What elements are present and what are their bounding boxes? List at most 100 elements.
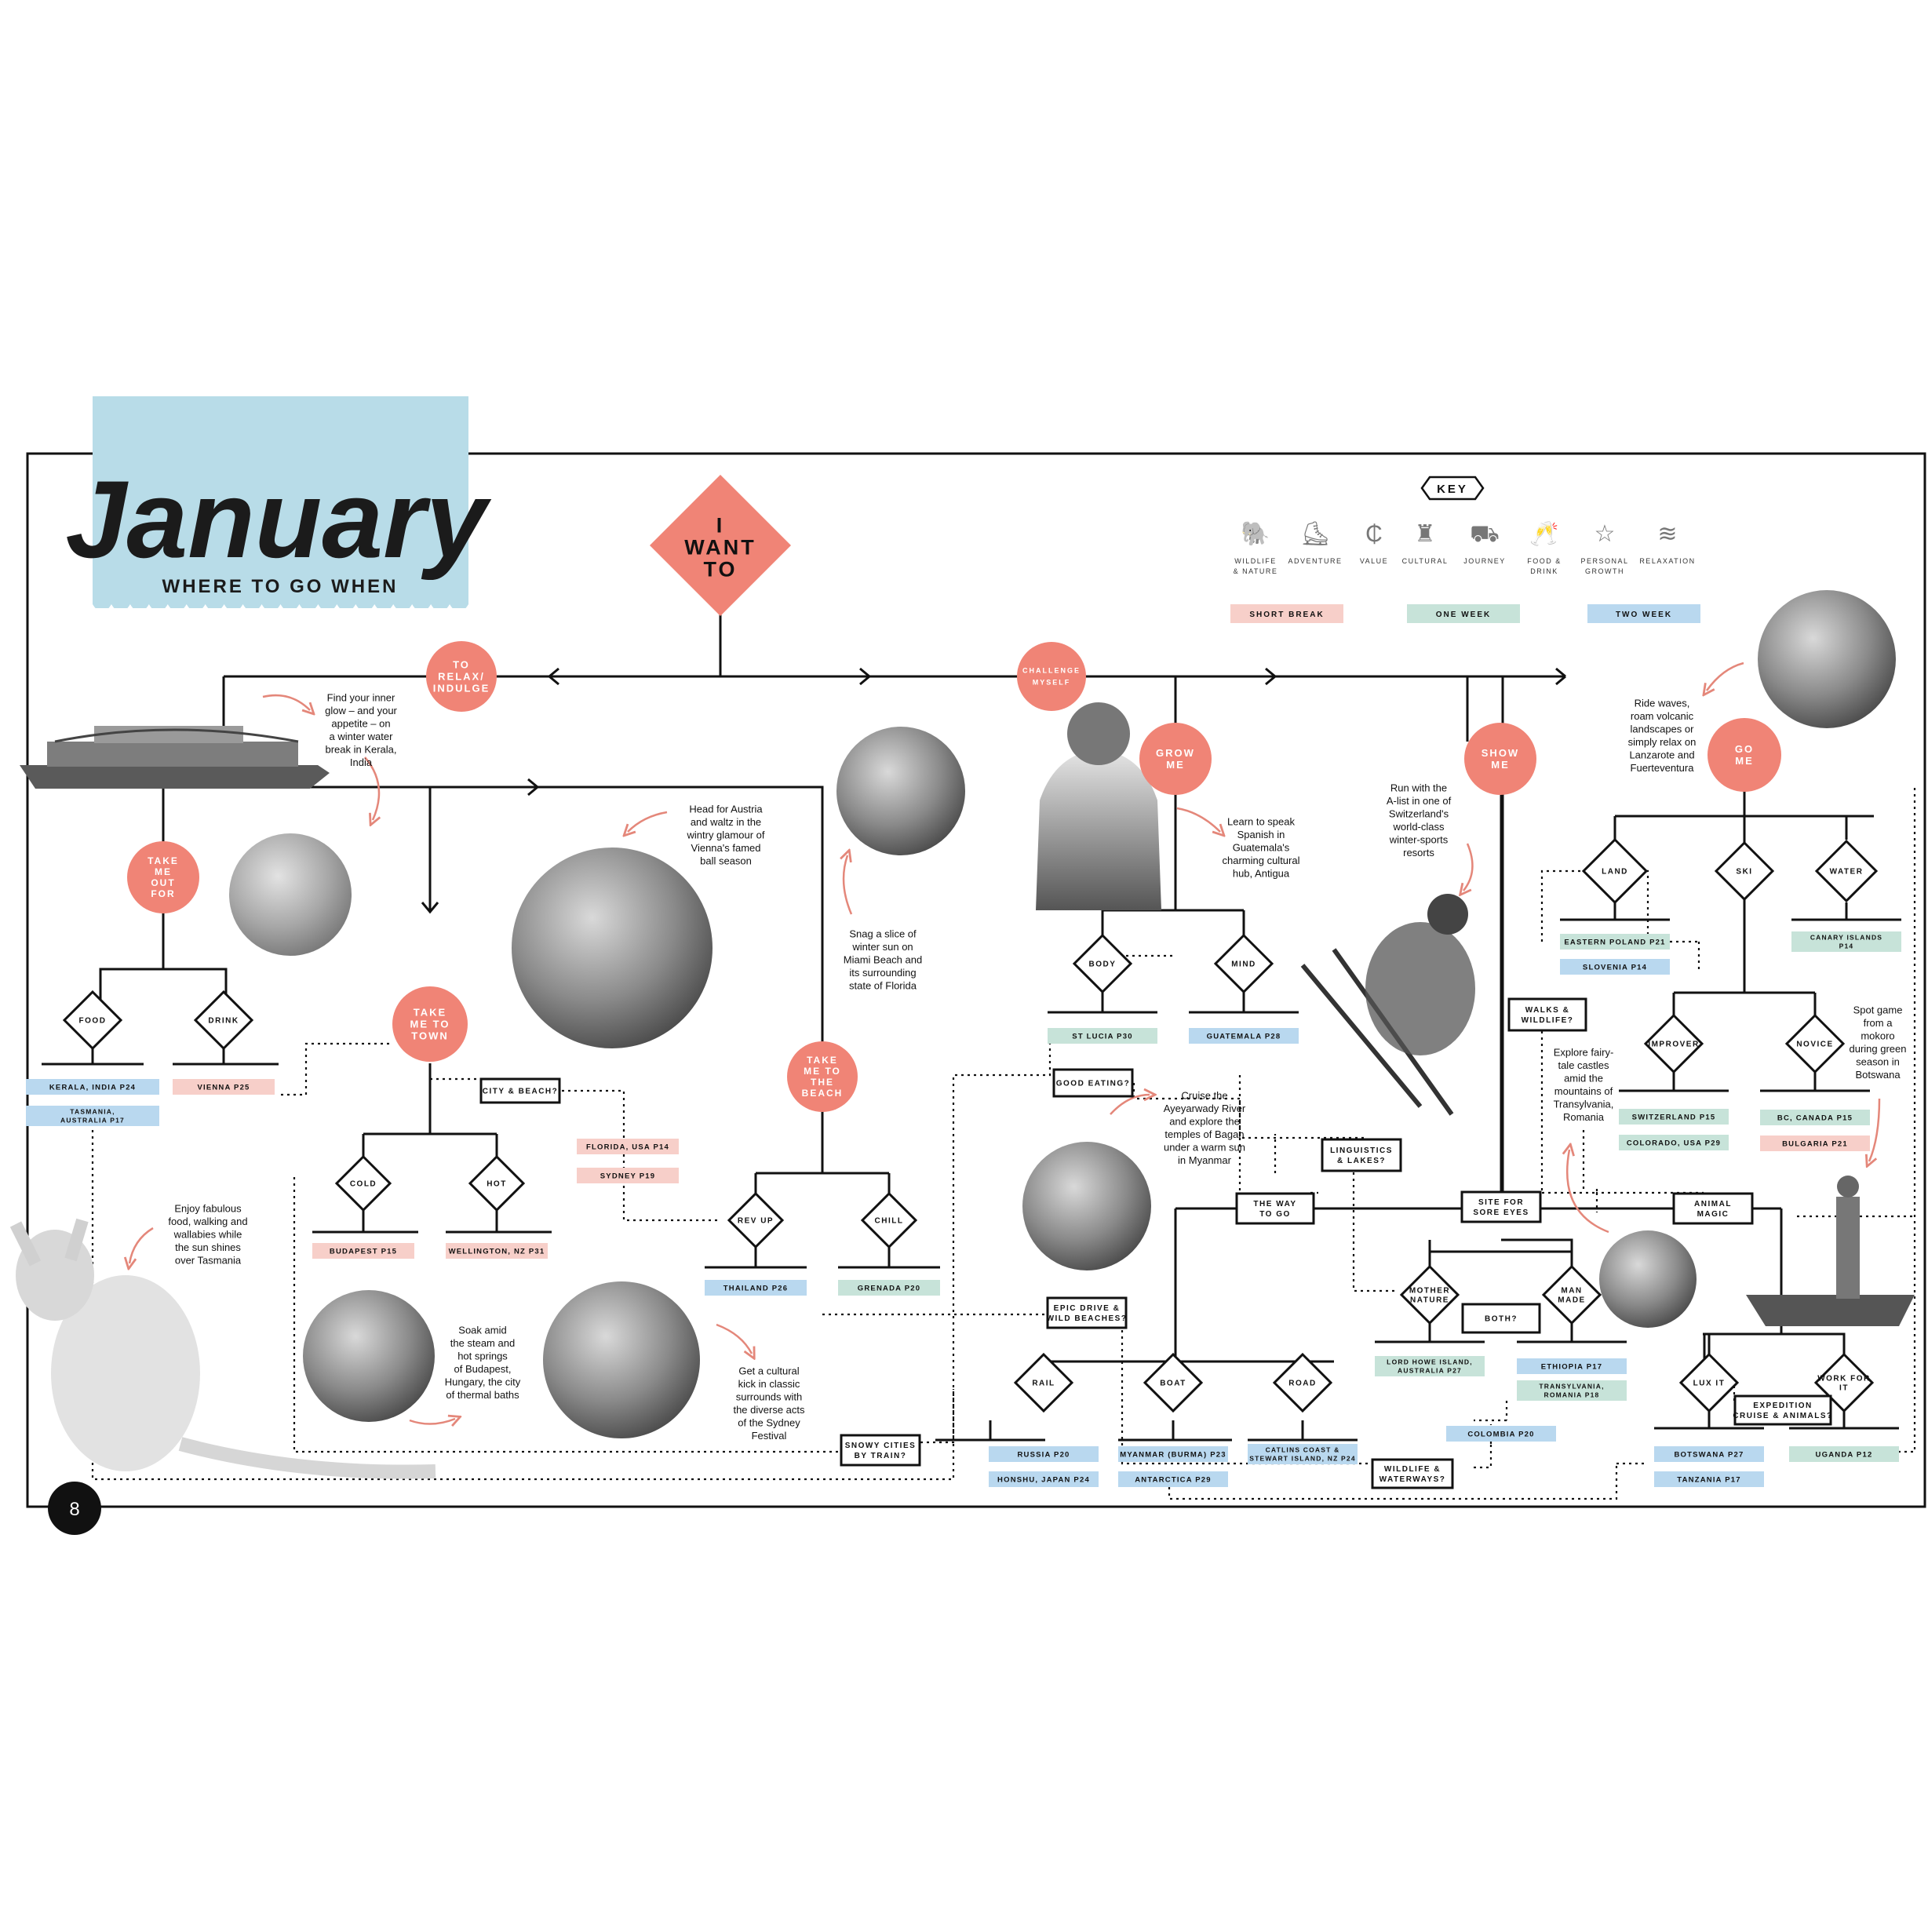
circle-label: ME [1166,759,1185,771]
diamond-boat[interactable]: BOAT [1143,1352,1204,1413]
caption-line: hot springs [457,1350,508,1362]
destination-vienna[interactable]: VIENNA P25 [173,1079,275,1095]
destination-label: TRANSYLVANIA, [1539,1382,1604,1390]
destination-stlucia[interactable]: ST LUCIA P30 [1048,1028,1157,1044]
start-label: I [716,513,725,537]
diamond-novice[interactable]: NOVICE [1784,1013,1846,1074]
destination-budapest[interactable]: BUDAPEST P15 [312,1243,414,1259]
destination-wellington[interactable]: WELLINGTON, NZ P31 [446,1243,548,1259]
question-box-wildwater[interactable]: WILDLIFE &WATERWAYS? [1371,1458,1454,1489]
circle-label: INDULGE [433,683,490,694]
destination-guatemala[interactable]: GUATEMALA P28 [1189,1028,1299,1044]
diamond-road[interactable]: ROAD [1272,1352,1333,1413]
diamond-chill[interactable]: CHILL [860,1191,918,1249]
question-box-goodeating[interactable]: GOOD EATING? [1052,1068,1134,1098]
page-number: 8 [69,1499,79,1520]
destination-uganda[interactable]: UGANDA P12 [1789,1446,1899,1462]
caption-line: Cruise the [1181,1089,1227,1101]
question-box-epic[interactable]: EPIC DRIVE &WILD BEACHES? [1046,1296,1128,1329]
diamond-cold[interactable]: COLD [334,1154,392,1212]
circle-label: ME [155,866,172,877]
destination-label: ETHIOPIA P17 [1541,1362,1602,1371]
question-box-both[interactable]: BOTH? [1461,1303,1541,1334]
destination-myanmar[interactable]: MYANMAR (BURMA) P23 [1118,1446,1228,1462]
question-label: CRUISE & ANIMALS? [1733,1412,1832,1420]
destination-florida[interactable]: FLORIDA, USA P14 [577,1139,679,1154]
diamond-water[interactable]: WATER [1814,839,1879,903]
destination-slovenia[interactable]: SLOVENIA P14 [1560,959,1670,975]
diamond-revup[interactable]: REV UP [727,1191,785,1249]
destination-sydney[interactable]: SYDNEY P19 [577,1168,679,1183]
circle-label: FOR [151,888,175,899]
caption-line: Learn to speak [1227,816,1296,828]
diamond-hot[interactable]: HOT [468,1154,526,1212]
photos [9,590,1915,1479]
destination-bulgaria[interactable]: BULGARIA P21 [1760,1136,1870,1151]
destination-bccanada[interactable]: BC, CANADA P15 [1760,1110,1870,1125]
destination-label: ROMANIA P18 [1544,1391,1600,1398]
destination-botswana[interactable]: BOTSWANA P27 [1654,1446,1764,1462]
circle-label: RELAX/ [438,671,485,683]
destination-poland[interactable]: EASTERN POLAND P21 [1560,934,1670,950]
diamond-body[interactable]: BODY [1072,933,1133,994]
diamond-food[interactable]: FOOD [62,990,123,1051]
caption-line: Festival [752,1430,787,1442]
destination-honshu[interactable]: HONSHU, JAPAN P24 [989,1471,1099,1487]
destination-label: UGANDA P12 [1816,1450,1873,1459]
caption-line: Fuerteventura [1631,762,1695,774]
question-box-linguistics[interactable]: LINGUISTICS& LAKES? [1321,1138,1402,1172]
caption-line: the sun shines [175,1241,241,1253]
diamond-land[interactable]: LAND [1581,837,1649,905]
destination-tanzania[interactable]: TANZANIA P17 [1654,1471,1764,1487]
destination-label: ST LUCIA P30 [1072,1032,1132,1041]
destination-catlins[interactable]: CATLINS COAST &STEWART ISLAND, NZ P24 [1248,1444,1358,1464]
question-box-citybeach[interactable]: CITY & BEACH? [479,1077,561,1104]
diamond-luxit[interactable]: LUX IT [1678,1352,1740,1413]
caption-line: Hungary, the city [445,1376,521,1387]
destination-colorado[interactable]: COLORADO, USA P29 [1619,1135,1729,1150]
destination-switzerland[interactable]: SWITZERLAND P15 [1619,1109,1729,1125]
key-icon-label: VALUE [1360,557,1388,565]
diamond-improver[interactable]: IMPROVER [1643,1013,1704,1074]
diamond-label: NOVICE [1796,1041,1833,1049]
destination-tasmania[interactable]: TASMANIA,AUSTRALIA P17 [26,1106,159,1126]
destination-label: CATLINS COAST & [1266,1445,1340,1453]
destination-russia[interactable]: RUSSIA P20 [989,1446,1099,1462]
diamond-label: DRINK [208,1017,239,1026]
destination-lordhowe[interactable]: LORD HOWE ISLAND,AUSTRALIA P27 [1375,1356,1485,1376]
piggy-bank-icon: ₵ [1365,521,1383,547]
circle-label: ME [1735,755,1754,767]
diamond-rail[interactable]: RAIL [1013,1352,1074,1413]
key-icon-label: RELAXATION [1639,557,1695,565]
sydney-opera-photo [543,1281,700,1438]
diamond-ski[interactable]: SKI [1714,840,1775,902]
destination-kerala[interactable]: KERALA, INDIA P24 [26,1079,159,1095]
destination-colombia[interactable]: COLOMBIA P20 [1446,1426,1556,1442]
caption-line: season in [1856,1055,1900,1067]
diamond-mind[interactable]: MIND [1213,933,1274,994]
question-box-walks[interactable]: WALKS &WILDLIFE? [1507,997,1587,1032]
destination-ethiopia[interactable]: ETHIOPIA P17 [1517,1358,1627,1374]
diamond-drink[interactable]: DRINK [193,990,254,1051]
destination-grenada[interactable]: GRENADA P20 [838,1280,940,1296]
destination-antarctica[interactable]: ANTARCTICA P29 [1118,1471,1228,1487]
destination-thailand[interactable]: THAILAND P26 [705,1280,807,1296]
destination-transylvania[interactable]: TRANSYLVANIA,ROMANIA P18 [1517,1380,1627,1401]
